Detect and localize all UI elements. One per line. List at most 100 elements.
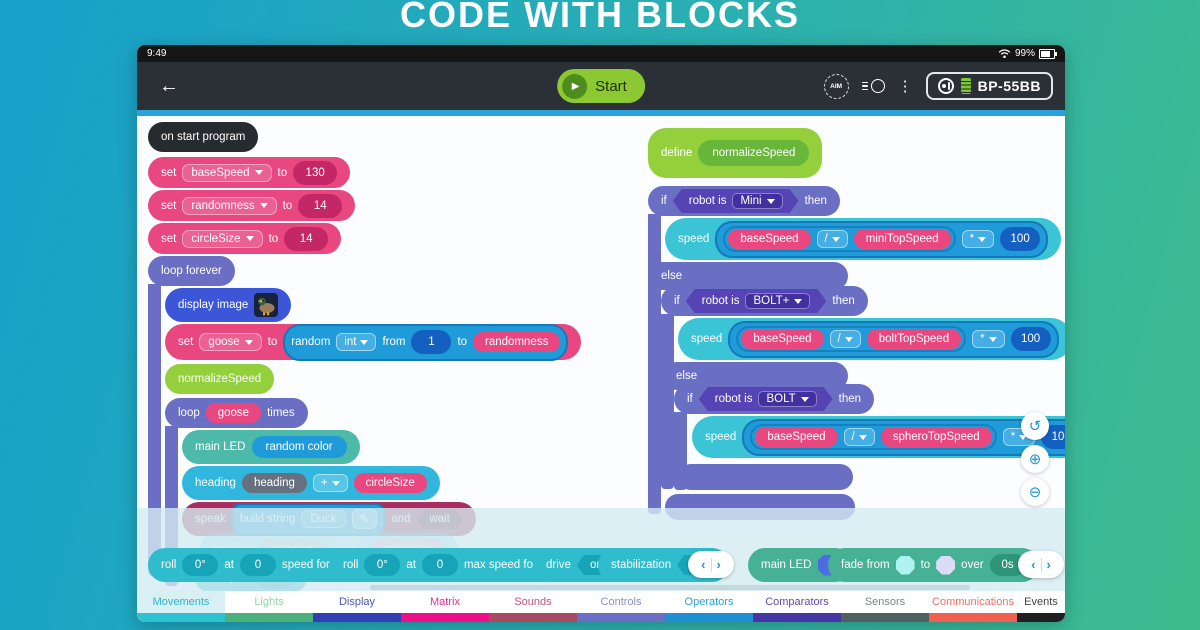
tab-controls[interactable]: Controls <box>577 591 665 622</box>
tab-communications[interactable]: Communications <box>929 591 1017 622</box>
back-button[interactable]: ← <box>159 75 179 97</box>
tab-sensors[interactable]: Sensors <box>841 591 929 622</box>
robot-is-condition[interactable]: robot is Mini <box>673 189 799 213</box>
tablet-screenshot: 9:49 99% ← ▶ Start AIM ⋮ <box>137 45 1065 622</box>
value-field[interactable]: 130 <box>293 160 338 185</box>
block-if-robot-mini[interactable]: if robot is Mini then <box>648 186 840 216</box>
robot-is-condition[interactable]: robot is BOLT <box>699 387 833 411</box>
random-color-pill[interactable]: random color <box>251 436 347 458</box>
variable-dropdown[interactable]: circleSize <box>182 229 263 248</box>
variable-dropdown[interactable]: baseSpeed <box>182 163 272 182</box>
accent-line <box>137 110 1065 116</box>
block-display-image[interactable]: display image <box>165 288 292 322</box>
page-right-button[interactable]: › <box>716 557 721 572</box>
block-call-normalizespeed[interactable]: normalizeSpeed <box>165 364 275 394</box>
speed-field[interactable]: 0 <box>239 554 276 576</box>
palette-scrollbar[interactable] <box>370 585 970 590</box>
operator-dropdown[interactable]: + <box>312 474 348 492</box>
block-set-basespeed[interactable]: set baseSpeed to 130 <box>148 157 351 188</box>
device-battery-icon <box>960 78 971 94</box>
block-speed-sphero[interactable]: speed baseSpeed / spheroTopSpeed * 100 <box>692 416 1065 458</box>
count-variable-pill[interactable]: goose <box>205 403 262 423</box>
from-color-swatch[interactable] <box>895 555 915 575</box>
speed-field[interactable]: 0 <box>421 554 458 576</box>
robot-dropdown[interactable]: BOLT <box>758 391 816 407</box>
block-canvas[interactable]: on start program set baseSpeed to 130 se… <box>137 116 1065 622</box>
block-speed-bolt[interactable]: speed baseSpeed / boltTopSpeed * 100 <box>678 318 1065 360</box>
chevron-down-icon <box>245 236 254 241</box>
kebab-menu-icon[interactable]: ⋮ <box>897 77 913 95</box>
basespeed-pill[interactable]: baseSpeed <box>741 329 824 349</box>
robot-dropdown[interactable]: BOLT+ <box>745 293 810 309</box>
minitopspeed-pill[interactable]: miniTopSpeed <box>853 229 951 249</box>
circlesize-variable-pill[interactable]: circleSize <box>353 473 427 493</box>
spherotopspeed-pill[interactable]: spheroTopSpeed <box>880 427 992 447</box>
page-right-button[interactable]: › <box>1046 557 1051 572</box>
int-dropdown[interactable]: int <box>336 333 377 351</box>
undo-button[interactable]: ↺ <box>1021 412 1049 440</box>
duck-image[interactable] <box>254 293 279 317</box>
palette-block-fade[interactable]: fade from to over 0s <box>828 548 1039 582</box>
block-set-circlesize[interactable]: set circleSize to 14 <box>148 223 342 254</box>
block-loop-forever[interactable]: loop forever <box>148 256 235 286</box>
to-color-swatch[interactable] <box>936 555 956 575</box>
variable-dropdown[interactable]: goose <box>199 333 262 351</box>
headlight-icon[interactable] <box>861 79 885 93</box>
operator-dropdown[interactable]: * <box>972 330 1005 348</box>
operator-dropdown[interactable]: / <box>829 330 861 348</box>
tab-comparators[interactable]: Comparators <box>753 591 841 622</box>
start-button[interactable]: ▶ Start <box>557 69 645 103</box>
zoom-in-button[interactable]: ⊕ <box>1021 445 1049 473</box>
chevron-down-icon <box>259 203 268 208</box>
block-main-led-random-color[interactable]: main LED random color <box>182 430 360 464</box>
chevron-down-icon <box>978 236 987 242</box>
block-heading[interactable]: heading heading + circleSize <box>182 466 440 500</box>
max-variable-pill[interactable]: randomness <box>473 332 561 352</box>
if-arm <box>661 314 674 489</box>
robot-dropdown[interactable]: Mini <box>732 193 782 209</box>
block-if-robot-boltplus[interactable]: if robot is BOLT+ then <box>661 286 868 316</box>
block-loop-goose-times[interactable]: loop goose times <box>165 398 308 428</box>
chevron-down-icon <box>254 170 263 175</box>
tab-lights[interactable]: Lights <box>225 591 313 622</box>
value-field[interactable]: 14 <box>284 226 329 251</box>
tab-matrix[interactable]: Matrix <box>401 591 489 622</box>
degree-field[interactable]: 0° <box>182 554 219 576</box>
value-field[interactable]: 100 <box>1000 227 1041 251</box>
loop-forever-arm <box>148 284 161 576</box>
value-field[interactable]: 14 <box>298 193 343 218</box>
random-expression[interactable]: random int from 1 to randomness <box>283 323 569 361</box>
tab-display[interactable]: Display <box>313 591 401 622</box>
bolttopspeed-pill[interactable]: boltTopSpeed <box>866 329 962 349</box>
value-field[interactable]: 100 <box>1010 327 1051 351</box>
chevron-down-icon <box>844 336 853 342</box>
block-set-goose-random[interactable]: set goose to random int from 1 to random… <box>165 323 582 361</box>
block-define-normalizespeed[interactable]: define normalizeSpeed <box>648 128 823 178</box>
block-on-start-program[interactable]: on start program <box>148 122 259 152</box>
tab-sounds[interactable]: Sounds <box>489 591 577 622</box>
operator-dropdown[interactable]: * <box>961 230 995 248</box>
block-set-randomness[interactable]: set randomness to 14 <box>148 190 356 221</box>
zoom-out-button[interactable]: ⊖ <box>1021 478 1049 506</box>
page-left-button[interactable]: ‹ <box>701 557 706 572</box>
block-if-robot-bolt[interactable]: if robot is BOLT then <box>674 384 875 414</box>
tab-operators[interactable]: Operators <box>665 591 753 622</box>
aim-icon[interactable]: AIM <box>823 73 849 99</box>
page-left-button[interactable]: ‹ <box>1031 557 1036 572</box>
palette-pager-right-group[interactable]: ‹› <box>1018 551 1064 578</box>
degree-field[interactable]: 0° <box>364 554 401 576</box>
tab-movements[interactable]: Movements <box>137 591 225 622</box>
min-field[interactable]: 1 <box>411 330 452 354</box>
tab-events[interactable]: Events <box>1017 591 1065 622</box>
basespeed-pill[interactable]: baseSpeed <box>755 427 838 447</box>
operator-dropdown[interactable]: / <box>843 428 875 446</box>
operator-dropdown[interactable]: / <box>816 230 848 248</box>
robot-is-condition[interactable]: robot is BOLT+ <box>686 289 827 313</box>
heading-variable-pill[interactable]: heading <box>241 473 307 493</box>
palette-pager-left-group[interactable]: ‹› <box>688 551 734 578</box>
device-badge[interactable]: BP-55BB <box>925 72 1053 100</box>
block-speed-mini[interactable]: speed baseSpeed / miniTopSpeed * 100 <box>665 218 1062 260</box>
basespeed-pill[interactable]: baseSpeed <box>728 229 811 249</box>
duration-field[interactable]: 0s <box>989 554 1026 576</box>
variable-dropdown[interactable]: randomness <box>182 196 277 215</box>
